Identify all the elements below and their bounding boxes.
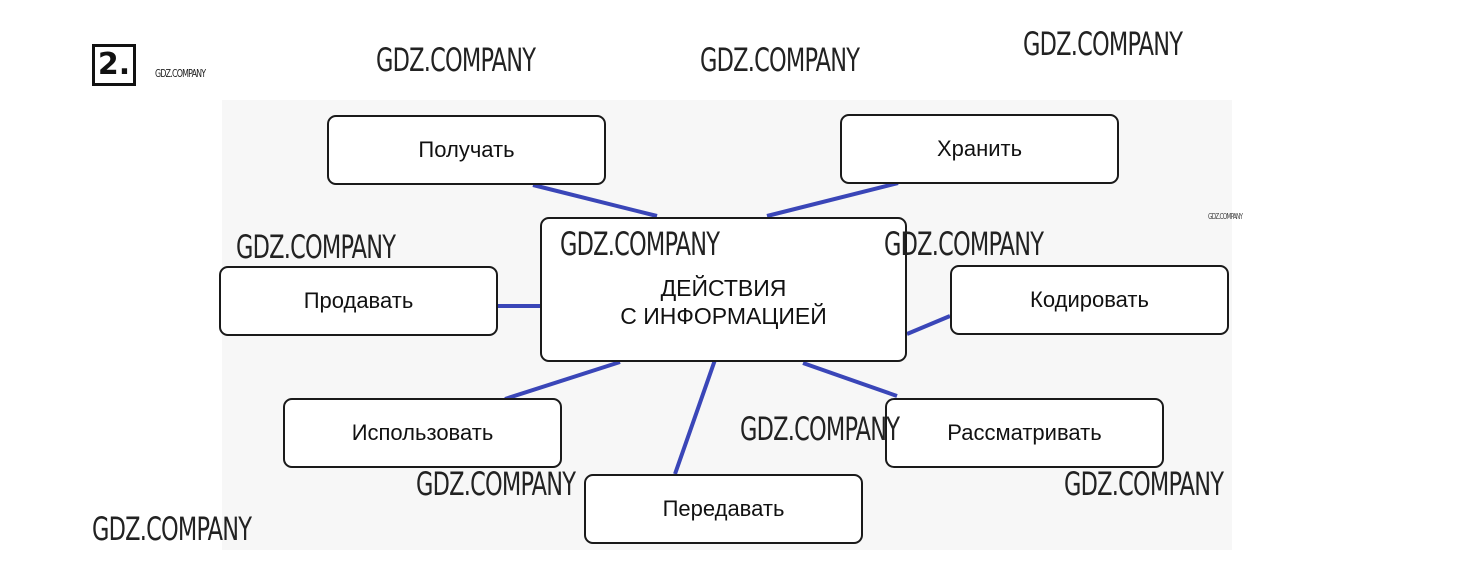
watermark: GDZ.COMPANY bbox=[1023, 25, 1183, 63]
action-box-prodavat: Продавать bbox=[219, 266, 498, 336]
connector-rassmatrivat bbox=[802, 361, 898, 398]
watermark: GDZ.COMPANY bbox=[416, 465, 576, 503]
watermark: GDZ.COMPANY bbox=[1064, 465, 1224, 503]
watermark: GDZ.COMPANY bbox=[1208, 212, 1243, 221]
action-box-peredavat: Передавать bbox=[584, 474, 863, 544]
center-title-line1: ДЕЙСТВИЯ bbox=[660, 274, 787, 301]
connector-kodirovat bbox=[906, 314, 951, 336]
action-box-kodirovat: Кодировать bbox=[950, 265, 1229, 335]
connector-peredavat bbox=[673, 356, 718, 475]
watermark: GDZ.COMPANY bbox=[884, 225, 1044, 263]
connector-ispolzovat bbox=[504, 360, 621, 401]
watermark: GDZ.COMPANY bbox=[376, 41, 536, 79]
watermark: GDZ.COMPANY bbox=[740, 410, 900, 448]
action-box-khranit: Хранить bbox=[840, 114, 1119, 184]
watermark: GDZ.COMPANY bbox=[155, 67, 206, 80]
action-box-rassmatrivat: Рассматривать bbox=[885, 398, 1164, 468]
watermark: GDZ.COMPANY bbox=[560, 225, 720, 263]
watermark: GDZ.COMPANY bbox=[700, 41, 860, 79]
center-box: ДЕЙСТВИЯ С ИНФОРМАЦИЕЙ bbox=[540, 217, 907, 362]
connector-poluchat bbox=[532, 183, 658, 218]
action-box-ispolzovat: Использовать bbox=[283, 398, 562, 468]
center-title-line2: С ИНФОРМАЦИЕЙ bbox=[620, 302, 827, 329]
watermark: GDZ.COMPANY bbox=[236, 228, 396, 266]
watermark: GDZ.COMPANY bbox=[92, 510, 252, 548]
task-number: 2. bbox=[92, 44, 136, 86]
action-box-poluchat: Получать bbox=[327, 115, 606, 185]
connector-khranit bbox=[766, 181, 899, 218]
